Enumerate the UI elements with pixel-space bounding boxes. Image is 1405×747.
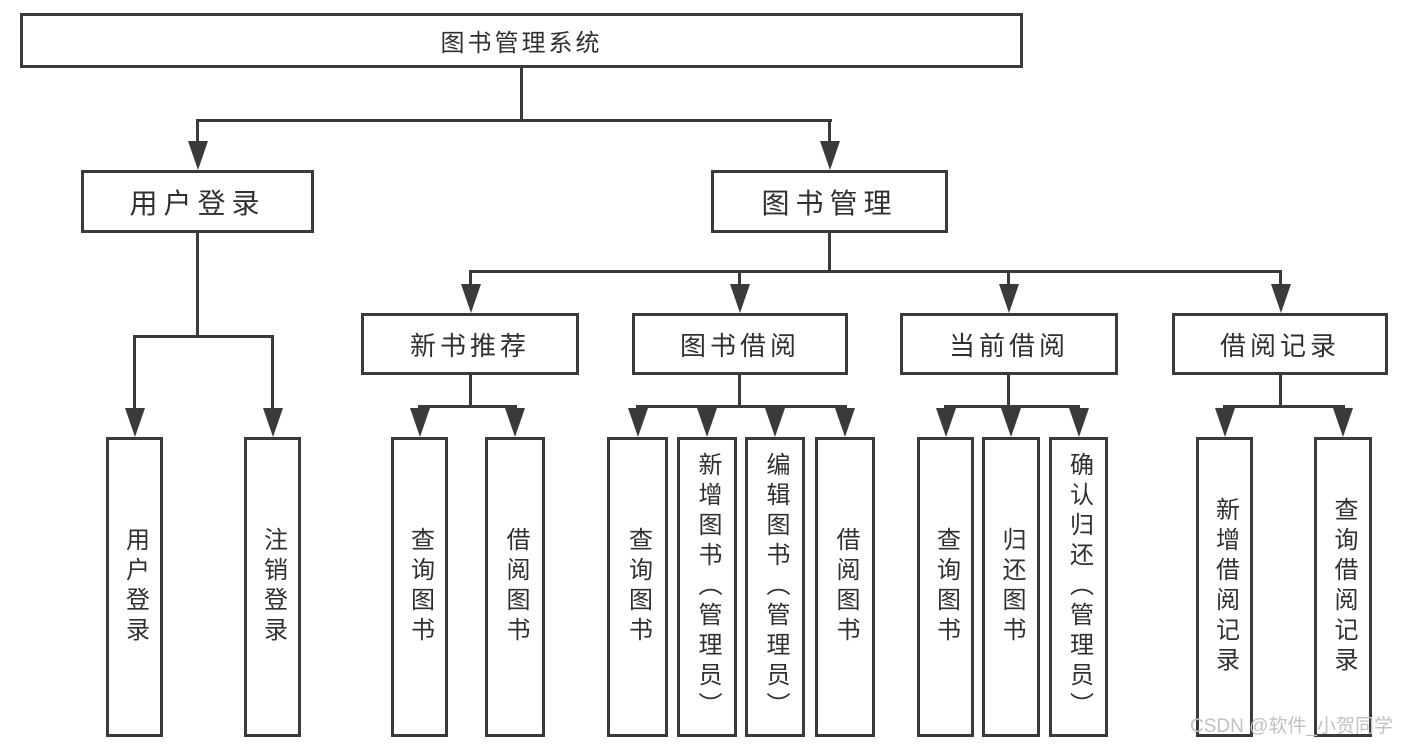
arrow-down-icon [835,408,855,437]
arrow-down-icon [1068,408,1089,437]
arrow-down-icon [765,408,785,437]
arrow-down-icon [460,284,481,313]
node-current-borrowing: 当前借阅 [900,313,1118,375]
connector-stem [738,375,741,407]
connector-stem [469,273,472,287]
connector-stem [469,375,472,407]
connector-user-login-stem [196,122,199,144]
node-user-login: 用户登录 [81,170,314,233]
arrow-down-icon [819,141,840,170]
leaf-add-books-admin: 新增图书（管理员） [677,437,737,737]
connector-hline [1223,405,1345,408]
arrow-down-icon [187,141,208,170]
connector-book-mgmt-stem [828,122,831,144]
connector-stem [1007,273,1010,287]
arrow-down-icon [697,408,717,437]
arrow-down-icon [505,408,525,437]
connector-hline [418,405,517,408]
connector-book-mgmt-vline [828,233,831,273]
connector-root-vline [520,68,523,120]
leaf-borrow-books: 借阅图书 [485,437,545,737]
node-book-borrowing: 图书借阅 [632,313,848,375]
arrow-down-icon [124,408,145,437]
leaf-query-books: 查询图书 [607,437,668,737]
node-library-management-system: 图书管理系统 [20,13,1023,68]
arrow-down-icon [1001,408,1021,437]
csdn-watermark: CSDN @软件_小贺同学 [1190,716,1393,737]
connector-hline [944,405,1080,408]
connector-level3-hline [469,270,1282,273]
connector-leaf-stem [133,338,136,412]
node-borrow-records: 借阅记录 [1172,313,1388,375]
connector-leaf-stem [271,338,274,412]
connector-stem [1279,375,1282,407]
connector-stem [738,273,741,287]
leaf-add-borrow-record: 新增借阅记录 [1196,437,1253,737]
connector-user-login-vline [196,233,199,338]
leaf-edit-books-admin: 编辑图书（管理员） [745,437,805,737]
arrow-down-icon [262,408,283,437]
connector-user-login-hline [133,335,274,338]
arrow-down-icon [935,408,956,437]
node-new-book-recommend: 新书推荐 [361,313,579,375]
leaf-return-books: 归还图书 [982,437,1040,737]
connector-stem [1007,375,1010,407]
leaf-borrow-books: 借阅图书 [815,437,875,737]
arrow-down-icon [627,408,648,437]
connector-hline [636,405,847,408]
leaf-logout: 注销登录 [244,437,301,737]
leaf-query-books: 查询图书 [391,437,448,737]
arrow-down-icon [1270,284,1291,313]
arrow-down-icon [1214,408,1235,437]
leaf-query-borrow-record: 查询借阅记录 [1314,437,1372,737]
leaf-confirm-return-admin: 确认归还（管理员） [1049,437,1108,737]
arrow-down-icon [409,408,430,437]
leaf-query-books: 查询图书 [917,437,974,737]
node-book-management: 图书管理 [711,170,948,233]
arrow-down-icon [998,284,1019,313]
arrow-down-icon [1333,408,1353,437]
connector-level2-hline [196,119,832,122]
arrow-down-icon [729,284,750,313]
connector-stem [1279,273,1282,287]
leaf-user-login: 用户登录 [106,437,163,737]
